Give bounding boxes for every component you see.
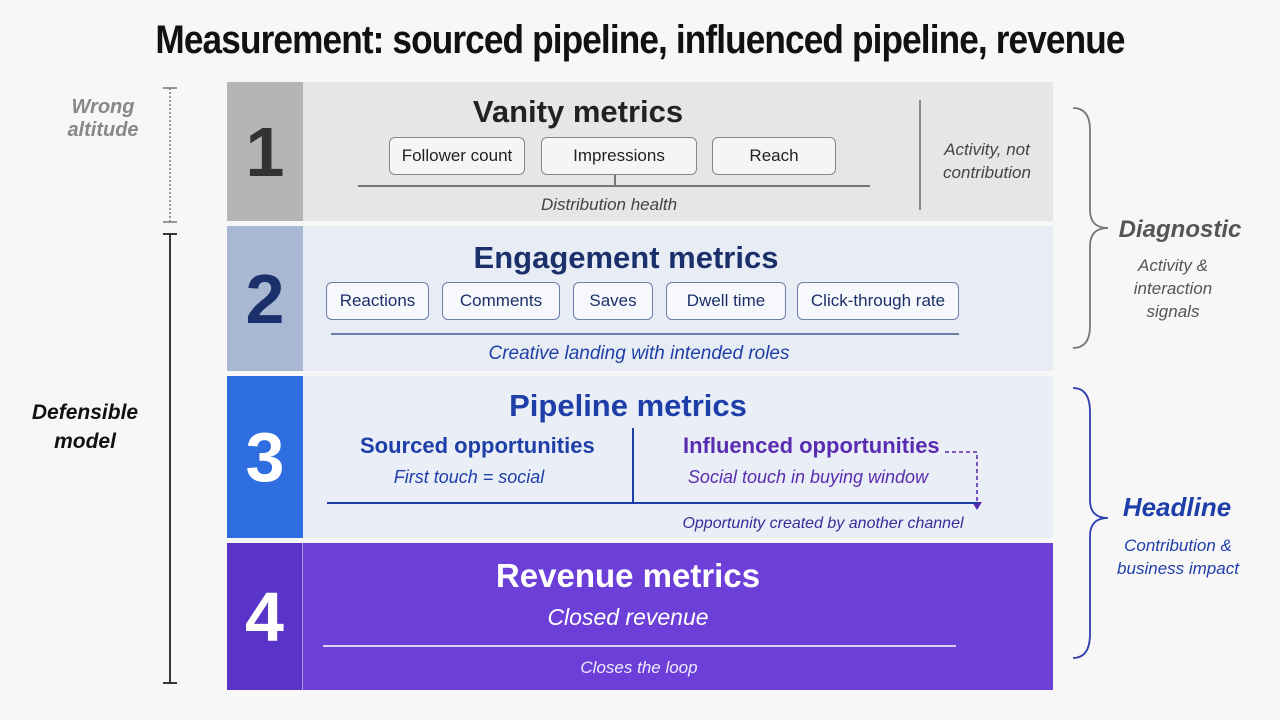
- sourced-opportunities-title: Sourced opportunities: [360, 433, 595, 458]
- tier-2-divider: [331, 333, 959, 335]
- tier-1-number: 1: [227, 82, 303, 221]
- tier-3-heading: Pipeline metrics: [509, 388, 747, 423]
- tier-4-heading: Revenue metrics: [495, 557, 761, 594]
- tier-2-number: 2: [227, 226, 303, 371]
- chip-connector: [614, 175, 616, 186]
- defensible-model-bracket: [163, 233, 177, 684]
- tier-4-revenue: 4 Revenue metrics Closed revenue Closes …: [227, 543, 1053, 690]
- tier-4-divider: [323, 645, 956, 647]
- wrong-altitude-label: Wrong altitude: [67, 96, 139, 141]
- defensible-model-label: Defensible model: [31, 401, 139, 453]
- tier-4-sub: Closed revenue: [547, 604, 709, 630]
- tier-3-divider: [327, 502, 978, 504]
- tier-3-number: 3: [227, 376, 303, 538]
- influenced-opportunities-sub: Social touch in buying window: [687, 467, 929, 487]
- chip-follower-count: Follower count: [389, 137, 525, 175]
- sourced-opportunities-sub: First touch = social: [393, 467, 545, 487]
- chip-comments: Comments: [442, 282, 560, 320]
- page-title: Measurement: sourced pipeline, influence…: [155, 18, 1125, 62]
- diagnostic-brace: [1072, 107, 1109, 349]
- headline-title: Headline: [1122, 492, 1232, 522]
- tier-2-engagement: 2 Engagement metrics Reactions Comments …: [227, 226, 1053, 371]
- chip-reach: Reach: [712, 137, 836, 175]
- tier-1-heading: Vanity metrics: [472, 94, 684, 129]
- tier-1-note: Activity, not contribution: [943, 140, 1031, 182]
- tier-4-number: 4: [227, 543, 303, 690]
- chip-click-through-rate: Click-through rate: [797, 282, 959, 320]
- diagnostic-desc: Activity & interaction signals: [1133, 256, 1213, 321]
- chip-reactions: Reactions: [326, 282, 429, 320]
- headline-brace: [1072, 387, 1109, 659]
- chip-saves: Saves: [573, 282, 653, 320]
- influenced-opportunities-title: Influenced opportunities: [683, 433, 940, 458]
- tier-2-heading: Engagement metrics: [473, 240, 779, 275]
- tier-3-pipeline: 3 Pipeline metrics Sourced opportunities…: [227, 376, 1053, 538]
- tier-1-vanity: 1 Vanity metrics Follower count Impressi…: [227, 82, 1053, 221]
- dashed-arrow: [945, 451, 982, 510]
- chip-impressions: Impressions: [541, 137, 697, 175]
- tier-3-split-divider: [632, 428, 634, 502]
- tier-1-note-divider: [919, 100, 921, 210]
- wrong-altitude-bracket: [163, 87, 177, 223]
- tier-1-divider: [358, 185, 870, 187]
- headline-desc: Contribution & business impact: [1117, 536, 1239, 578]
- diagnostic-title: Diagnostic: [1118, 216, 1242, 243]
- tier-1-caption: Distribution health: [540, 195, 678, 214]
- chip-dwell-time: Dwell time: [666, 282, 786, 320]
- tier-4-caption: Closes the loop: [580, 658, 698, 677]
- tier-3-caption: Opportunity created by another channel: [682, 515, 964, 532]
- tier-2-caption: Creative landing with intended roles: [488, 343, 790, 364]
